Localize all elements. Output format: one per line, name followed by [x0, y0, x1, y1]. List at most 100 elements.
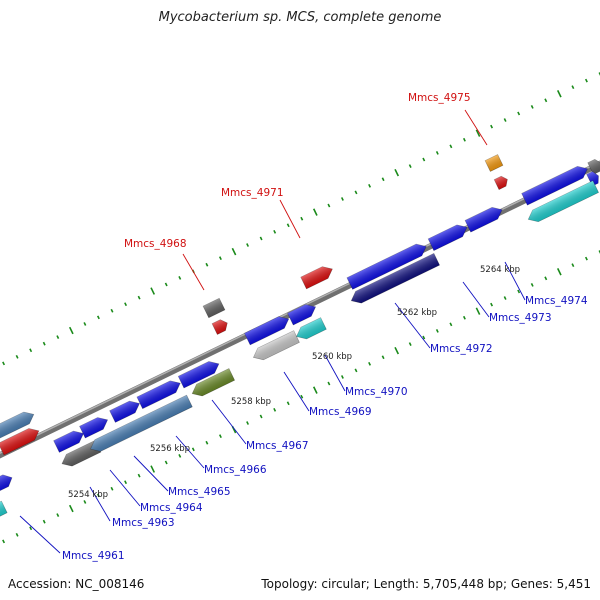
gene-arrow: [252, 330, 300, 361]
leader-line: [182, 253, 205, 291]
upper-tick-mark: [462, 137, 466, 142]
upper-tick-mark: [584, 78, 588, 83]
leader-line: [504, 261, 526, 301]
gene-arrow: [493, 175, 508, 190]
upper-tick-mark: [368, 183, 372, 188]
upper-tick-mark: [42, 341, 46, 346]
leader-line: [109, 469, 141, 507]
gene-label: Mmcs_4965: [168, 486, 231, 498]
lower-tick-mark: [42, 519, 46, 524]
upper-tick-mark: [259, 236, 263, 241]
leader-line: [19, 515, 61, 554]
gene-arrow: [136, 380, 181, 410]
gene-arrow: [109, 400, 140, 423]
leader-line: [89, 486, 111, 522]
map-title: Mycobacterium sp. MCS, complete genome: [158, 10, 442, 25]
gene-arrow: [296, 317, 327, 340]
lower-tick-mark: [246, 421, 250, 425]
upper-tick-mark: [408, 164, 412, 168]
leader-line: [324, 354, 346, 392]
lower-tick-mark: [598, 250, 600, 254]
upper-tick-mark: [15, 354, 19, 359]
upper-tick-mark: [571, 85, 575, 90]
lower-tick-mark: [327, 381, 331, 386]
lower-tick-mark: [584, 256, 588, 261]
gene-arrow: [202, 297, 226, 319]
lower-tick-mark: [2, 539, 6, 544]
gene-arrow: [287, 304, 317, 326]
lower-tick-mark: [178, 454, 182, 458]
lower-tick-mark: [368, 361, 372, 366]
scale-tick-label: 5264 kbp: [480, 265, 520, 275]
upper-tick-mark: [327, 203, 331, 208]
track-guides: [2, 72, 600, 544]
gene-arrow: [346, 243, 427, 290]
leader-line: [211, 399, 247, 445]
leader-line: [133, 455, 169, 492]
gene-arrow: [587, 159, 600, 175]
scale-tick-label: 5256 kbp: [150, 444, 190, 454]
gene-arrow: [0, 500, 8, 518]
lower-tick-mark: [462, 315, 466, 320]
lower-tick-mark: [259, 414, 263, 419]
upper-tick-mark: [164, 282, 168, 287]
gene-arrow: [0, 474, 13, 493]
scale-tick-label: 5258 kbp: [231, 397, 271, 407]
lower-tick-mark: [530, 283, 534, 287]
gene-arrow: [211, 319, 228, 335]
upper-tick-mark: [286, 223, 290, 228]
upper-tick-mark: [435, 151, 439, 155]
lower-tick-mark: [381, 355, 385, 360]
lower-tick-mark: [435, 329, 439, 333]
gene-arrow: [521, 166, 588, 206]
lower-tick-mark: [218, 434, 222, 439]
gene-arrow: [90, 394, 193, 452]
accession-text: Accession: NC_008146: [8, 577, 145, 591]
lower-tick-mark: [56, 513, 60, 517]
gene-label: Mmcs_4966: [204, 464, 267, 476]
gene-arrow: [191, 368, 236, 397]
gene-arrow: [79, 417, 109, 439]
upper-tick-mark: [246, 243, 250, 247]
gene-label: Mmcs_4971: [221, 187, 284, 199]
lower-tick-mark: [15, 532, 19, 537]
gene-label: Mmcs_4964: [140, 502, 203, 514]
upper-tick-mark: [29, 348, 33, 353]
gene-arrow: [300, 266, 333, 290]
lower-tick-mark: [300, 394, 304, 399]
leader-line: [464, 109, 488, 146]
lower-tick-mark: [231, 425, 237, 434]
lower-tick-mark: [150, 465, 156, 473]
leader-line: [279, 199, 301, 239]
lower-tick-mark: [191, 447, 195, 452]
upper-tick-mark: [137, 295, 141, 300]
gene-label: Mmcs_4968: [124, 238, 187, 250]
upper-tick-mark: [503, 118, 507, 122]
gene-arrow: [427, 224, 468, 251]
upper-tick-mark: [178, 276, 182, 280]
lower-tick-mark: [544, 276, 548, 281]
gene-features: [0, 154, 600, 518]
lower-tick-mark: [286, 401, 290, 406]
upper-tick-mark: [96, 315, 100, 320]
upper-tick-mark: [598, 72, 600, 76]
gene-arrow: [0, 411, 35, 440]
gene-label: Mmcs_4963: [112, 517, 175, 529]
gene-arrow: [177, 361, 220, 389]
gene-callouts: Mmcs_4968Mmcs_4971Mmcs_4975Mmcs_4961Mmcs…: [19, 92, 588, 562]
gene-arrow: [527, 180, 599, 223]
upper-tick-mark: [449, 144, 453, 149]
upper-tick-mark: [273, 229, 277, 234]
upper-tick-mark: [68, 326, 74, 335]
gene-label: Mmcs_4961: [62, 550, 125, 562]
lower-tick-mark: [354, 368, 358, 373]
scale-tick-label: 5262 kbp: [397, 308, 437, 318]
upper-tick-mark: [422, 157, 426, 162]
lower-tick-mark: [273, 407, 277, 412]
upper-tick-mark: [56, 335, 60, 339]
scale-tick-label: 5254 kbp: [68, 490, 108, 500]
lower-tick-mark: [205, 440, 209, 445]
gene-label: Mmcs_4973: [489, 312, 552, 324]
